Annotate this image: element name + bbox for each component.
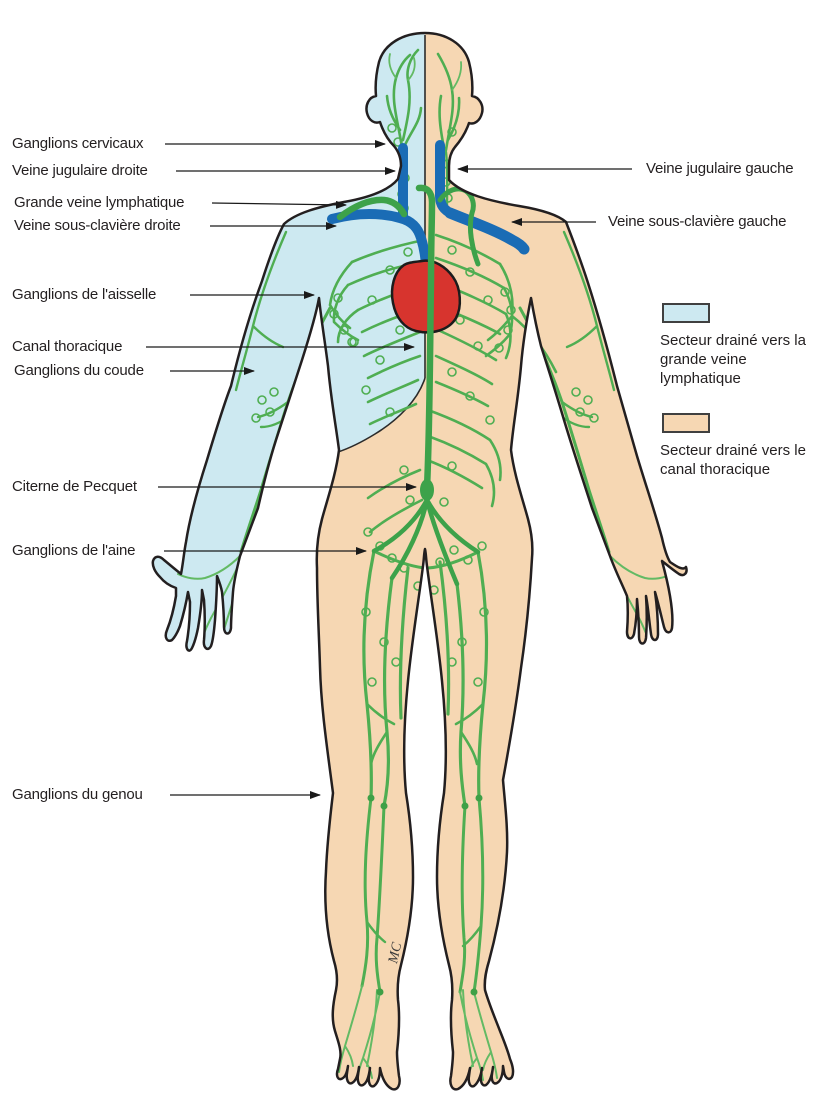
legend-label-blue: Secteur drainé vers la grande veine lymp… — [660, 332, 806, 388]
label-veine-sous-claviere-gauche: Veine sous-clavière gauche — [608, 213, 787, 230]
label-canal-thoracique: Canal thoracique — [12, 338, 123, 355]
label-arrows — [146, 140, 632, 799]
label-citerne-pecquet: Citerne de Pecquet — [12, 478, 137, 495]
sector-boundary-line — [337, 377, 426, 453]
legend-label-tan: Secteur drainé vers le canal thoracique — [660, 442, 806, 479]
lymph-duct-group — [336, 184, 481, 587]
label-grande-veine-lymphatique: Grande veine lymphatique — [14, 194, 185, 211]
lymph-node-rings — [251, 123, 599, 996]
artist-signature: MC — [386, 941, 405, 966]
duct-terminal-arc — [437, 186, 481, 267]
label-ganglions-aisselle: Ganglions de l'aisselle — [12, 286, 157, 303]
arrow-grande-veine-lymphatique — [211, 200, 347, 209]
legend-swatch-tan — [662, 413, 710, 433]
label-veine-jugulaire-gauche: Veine jugulaire gauche — [646, 160, 794, 177]
citerne-pecquet-node — [420, 479, 434, 501]
right-subclavian-vein — [327, 208, 431, 273]
label-ganglions-cervicaux: Ganglions cervicaux — [12, 135, 144, 152]
heart — [390, 259, 462, 334]
label-ganglions-genou: Ganglions du genou — [12, 786, 143, 803]
legend-swatch-blue — [662, 303, 710, 323]
label-ganglions-aine: Ganglions de l'aine — [12, 542, 136, 559]
label-veine-sous-claviere-droite: Veine sous-clavière droite — [14, 217, 181, 234]
label-veine-jugulaire-droite: Veine jugulaire droite — [12, 162, 148, 179]
grande-veine-lymphatique-duct — [336, 196, 408, 221]
label-ganglions-coude: Ganglions du coude — [14, 362, 144, 379]
canal-thoracique-duct — [415, 184, 436, 492]
